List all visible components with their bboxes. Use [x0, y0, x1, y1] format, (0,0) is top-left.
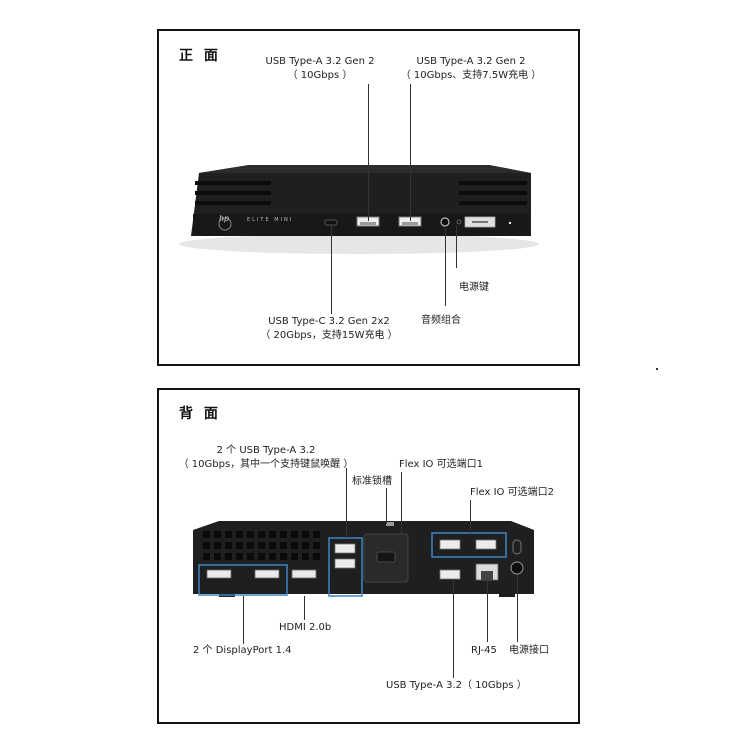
leader-usb-c [331, 226, 332, 314]
rear-panel: 背 面 [157, 388, 580, 724]
label-displayport: 2 个 DisplayPort 1.4 [193, 644, 292, 658]
label-usb-a-left: USB Type-A 3.2 Gen 2（ 10Gbps ） [260, 55, 380, 83]
leader-usb-a-right [410, 84, 411, 221]
label-flex-io-1: Flex IO 可选端口1 [399, 458, 483, 472]
device-brand: ELITE MINI [247, 217, 293, 223]
label-dual-usb-a: 2 个 USB Type-A 3.2（ 10Gbps，其中一个支持键鼠唤醒 ） [171, 444, 361, 472]
label-rj45: RJ-45 [471, 644, 497, 658]
leader-dual-usb-a [346, 468, 347, 538]
leader-lock-slot [386, 488, 387, 524]
leader-displayport [243, 596, 244, 644]
leader-power-button [456, 226, 457, 268]
label-power-button: 电源键 [459, 281, 489, 295]
rear-device-image [159, 390, 578, 722]
leader-hdmi [304, 596, 305, 620]
label-hdmi: HDMI 2.0b [279, 621, 331, 635]
stray-dot [656, 368, 658, 370]
hp-logo: hp [219, 214, 229, 223]
label-flex-io-2: Flex IO 可选端口2 [470, 486, 554, 500]
leader-usb-a-left [368, 84, 369, 221]
leader-usb-a-single [453, 580, 454, 678]
label-usb-c: USB Type-C 3.2 Gen 2x2（ 20Gbps，支持15W充电 ） [259, 315, 399, 343]
front-panel: 正 面 hp ELITE MINI [157, 29, 580, 366]
label-usb-a-single: USB Type-A 3.2（ 10Gbps ） [386, 679, 527, 693]
leader-flex-io-1 [401, 472, 402, 534]
leader-rj45 [487, 580, 488, 642]
label-usb-a-right: USB Type-A 3.2 Gen 2（ 10Gbps、支持7.5W充电 ） [396, 55, 546, 83]
leader-audio [445, 226, 446, 306]
leader-flex-io-2 [470, 500, 471, 533]
label-power-port: 电源接口 [509, 644, 549, 658]
label-lock-slot: 标准锁槽 [352, 475, 392, 489]
leader-power-port [517, 575, 518, 642]
label-audio-combo: 音频组合 [421, 314, 461, 328]
